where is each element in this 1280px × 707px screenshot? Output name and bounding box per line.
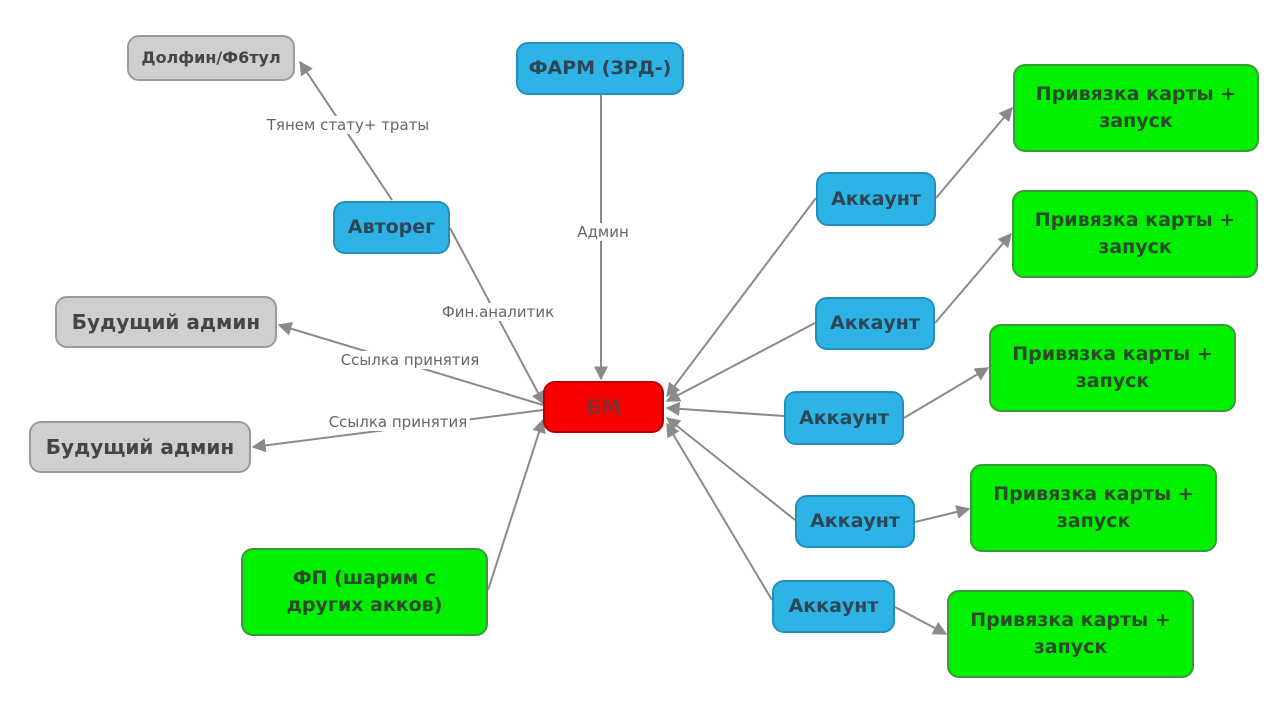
node-fp[interactable]: ФП (шарим с других акков) xyxy=(241,548,488,636)
edge-acc4-card xyxy=(914,505,971,523)
node-card-binding-5[interactable]: Привязка карты + запуск xyxy=(947,590,1194,678)
node-future-admin-2[interactable]: Будущий админ xyxy=(29,421,251,473)
edge-acc5-bm xyxy=(666,422,773,601)
edge-acc1-card xyxy=(935,106,1013,199)
edge-acc3-bm xyxy=(665,401,785,417)
edge-acc4-bm xyxy=(665,417,796,521)
edge-label-fin-analyst: Фин.аналитик xyxy=(439,303,557,321)
node-account-1[interactable]: Аккаунт xyxy=(816,172,936,226)
node-account-5[interactable]: Аккаунт xyxy=(772,580,895,633)
edge-label-stats: Тянем стату+ траты xyxy=(264,116,432,134)
edge-acc1-bm xyxy=(666,197,817,398)
edge-label-admin: Админ xyxy=(575,223,631,241)
node-future-admin-1[interactable]: Будущий админ xyxy=(55,296,277,348)
edge-fp-bm xyxy=(487,418,546,591)
node-account-4[interactable]: Аккаунт xyxy=(795,495,915,548)
edge-label-invite-link-1: Ссылка принятия xyxy=(338,351,482,369)
node-bm[interactable]: БМ xyxy=(543,381,664,433)
node-account-2[interactable]: Аккаунт xyxy=(815,297,935,350)
node-card-binding-4[interactable]: Привязка карты + запуск xyxy=(970,464,1217,552)
node-card-binding-1[interactable]: Привязка карты + запуск xyxy=(1013,64,1259,152)
edge-acc2-card xyxy=(934,232,1012,324)
edge-acc3-card xyxy=(903,367,990,419)
edge-label-invite-link-2: Ссылка принятия xyxy=(326,413,470,431)
node-farm[interactable]: ФАРМ (ЗРД-) xyxy=(516,42,684,95)
node-account-3[interactable]: Аккаунт xyxy=(784,391,904,445)
edge-acc2-bm xyxy=(665,322,816,402)
node-card-binding-2[interactable]: Привязка карты + запуск xyxy=(1012,190,1258,278)
node-avtoreg[interactable]: Авторег xyxy=(333,201,450,254)
edge-acc5-card xyxy=(894,606,948,635)
node-dolphin[interactable]: Долфин/Ф6тул xyxy=(127,35,295,81)
node-card-binding-3[interactable]: Привязка карты + запуск xyxy=(989,324,1236,412)
